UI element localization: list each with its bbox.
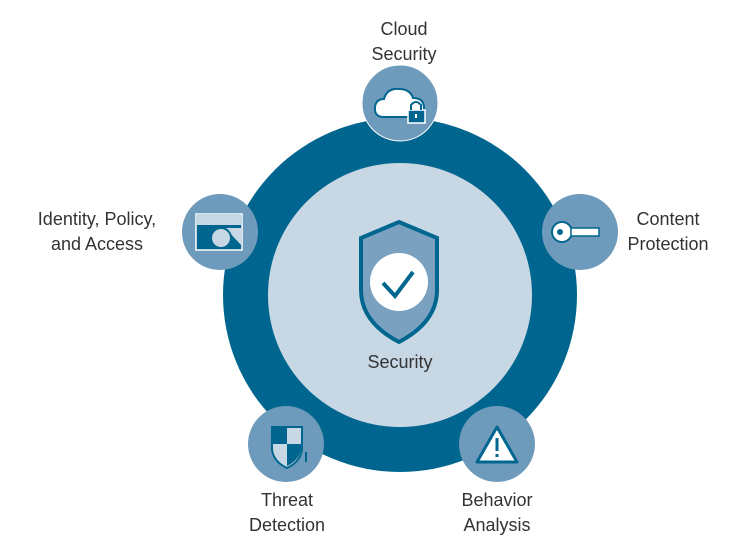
label-line: Analysis [463,515,531,535]
label-line: Security [371,44,437,64]
label-line: Protection [627,234,709,254]
label-line: and Access [50,234,144,254]
node-identity-policy-access[interactable] [182,194,258,270]
node-threat-detection[interactable] [248,406,324,482]
label-content-protection: Content Protection [627,207,708,257]
id-card-fingerprint-icon [195,213,243,251]
center-label: Security [367,352,433,372]
label-threat-detection: Threat Detection [249,488,325,538]
node-cloud-security[interactable] [361,64,439,142]
label-line: Detection [248,515,326,535]
label-line: Identity, Policy, [37,209,157,229]
key-icon [551,221,600,243]
label-cloud-security: Cloud Security [371,17,436,67]
node-behavior-analysis[interactable] [459,406,535,482]
label-behavior-analysis: Behavior Analysis [461,488,532,538]
label-identity-policy-access: Identity, Policy, and Access [38,207,156,257]
label-line: Threat [260,490,314,510]
label-line: Behavior [461,490,533,510]
cloud-lock-icon [373,87,426,124]
label-line: Cloud [380,19,428,39]
node-content-protection[interactable] [542,194,618,270]
shield-check-icon [359,219,439,345]
label-line: Content [636,209,700,229]
warning-triangle-icon [475,425,519,464]
shield-alert-icon [271,426,307,470]
